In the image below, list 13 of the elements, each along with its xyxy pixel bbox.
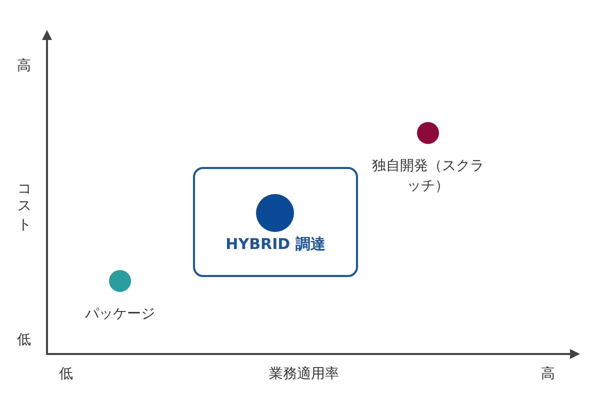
group-label: HYBRID 調達 <box>224 235 326 253</box>
data-point <box>256 194 294 232</box>
axis-title: コスト <box>15 176 33 224</box>
highlight-box <box>193 167 358 277</box>
point-label: パッケージ <box>84 305 156 324</box>
axis-tick-label: 低 <box>59 365 73 383</box>
data-point <box>417 122 439 144</box>
point-label: 独自開発（スクラッチ） <box>371 157 485 196</box>
data-point <box>109 270 131 292</box>
axis-tick-label: 高 <box>541 365 555 383</box>
axis-title: 業務適用率 <box>269 365 339 383</box>
axis-tick-label: 低 <box>17 331 31 349</box>
axis-tick-label: 高 <box>17 57 31 75</box>
